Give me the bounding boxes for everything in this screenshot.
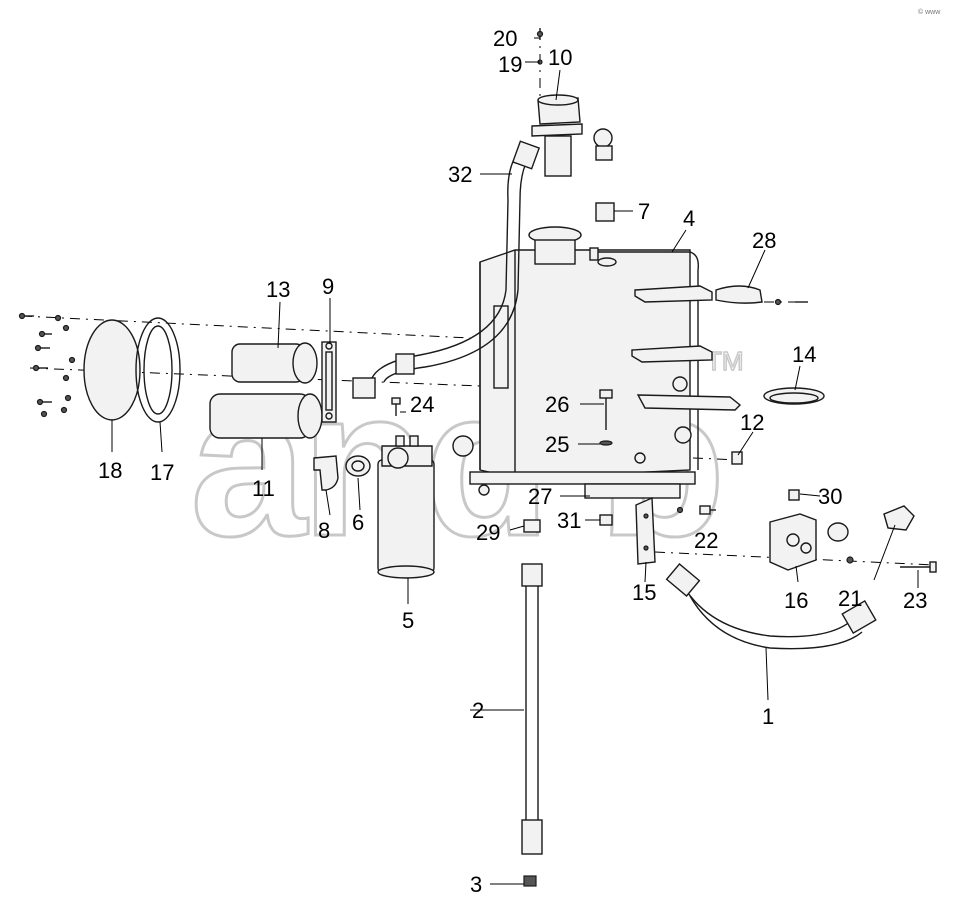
hydraulic-tank: [469, 226, 742, 499]
filter-element-13: [231, 342, 318, 384]
callout-18: 18: [98, 458, 122, 483]
cover-bolts: [18, 312, 76, 418]
callout-22: 22: [694, 528, 718, 553]
callout-32: 32: [448, 162, 472, 187]
breather-cap: [531, 28, 583, 177]
pressure-hose-1: [665, 562, 877, 650]
watermark-tm: TM: [706, 346, 744, 376]
callout-23: 23: [903, 588, 927, 613]
callout-17: 17: [150, 460, 174, 485]
callout-9: 9: [322, 274, 334, 299]
fitting-7: [593, 128, 615, 222]
callout-14: 14: [792, 342, 816, 367]
suction-hose-2: [521, 519, 543, 887]
callout-10: 10: [548, 45, 572, 70]
callout-12: 12: [740, 410, 764, 435]
elbow-8: [313, 455, 339, 491]
callout-27: 27: [528, 484, 552, 509]
callout-19: 19: [498, 52, 522, 77]
bracket-15: [635, 496, 716, 565]
filter-element-11: [209, 393, 323, 439]
callout-31: 31: [557, 508, 581, 533]
callout-30: 30: [818, 484, 842, 509]
fitting-6: [345, 455, 371, 477]
callout-11: 11: [252, 476, 275, 501]
gasket-ring-14: [763, 387, 825, 405]
callout-25: 25: [545, 432, 569, 457]
callout-24: 24: [410, 392, 434, 417]
callout-21: 21: [838, 586, 862, 611]
callout-8: 8: [318, 518, 330, 543]
leader-lines: [111, 37, 919, 885]
callout-15: 15: [632, 580, 656, 605]
sight-gauge-9: [321, 341, 337, 423]
callout-13: 13: [266, 277, 290, 302]
plug-12: [731, 451, 743, 465]
callout-20: 20: [493, 26, 517, 51]
callout-1: 1: [762, 704, 774, 729]
tank-bolts: [599, 389, 613, 526]
upper-hose: [352, 140, 541, 399]
valve-block-16: [769, 489, 937, 573]
bracket-28: [715, 285, 808, 306]
callout-4: 4: [683, 206, 695, 231]
callout-26: 26: [545, 392, 569, 417]
callout-labels: 20 19 10 32 7 4 28 13 9 14 12 26 24 25 1…: [98, 26, 927, 897]
callout-5: 5: [402, 608, 414, 633]
callout-28: 28: [752, 228, 776, 253]
return-filter-5: [377, 435, 474, 579]
callout-2: 2: [472, 698, 484, 723]
callout-29: 29: [476, 520, 500, 545]
cover-plate: [83, 317, 181, 423]
callout-7: 7: [638, 199, 650, 224]
callout-16: 16: [784, 588, 808, 613]
callout-3: 3: [470, 872, 482, 897]
callout-6: 6: [352, 510, 364, 535]
corner-mark: © www: [918, 8, 941, 16]
screw-24: [391, 397, 401, 416]
